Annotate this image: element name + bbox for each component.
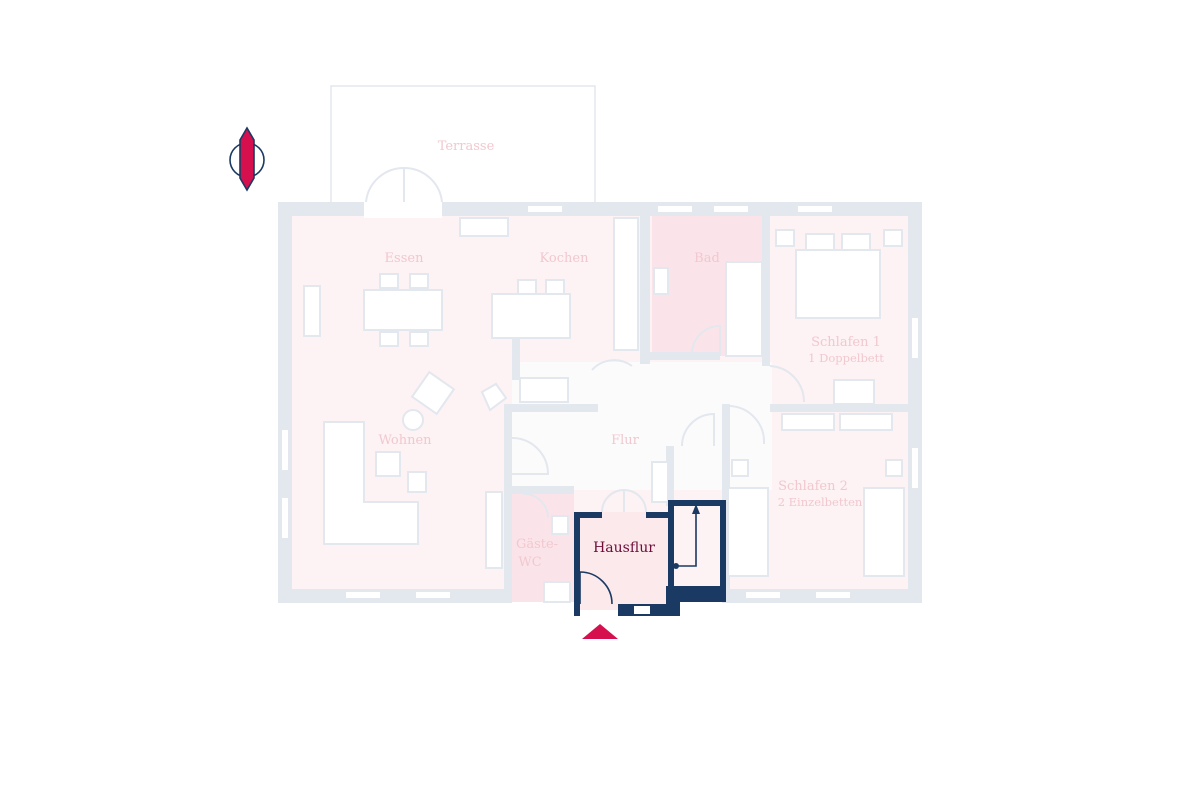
furniture [303, 217, 905, 603]
room-label-hausflur: Hausflur [593, 540, 655, 556]
room-label-gaeste-line1: Gäste- [516, 537, 558, 552]
entrance-arrow-icon [582, 624, 618, 639]
north-arrow-icon [229, 126, 265, 192]
hausflur-floor [578, 512, 670, 610]
room-label-terrasse: Terrasse [438, 139, 495, 154]
doors [365, 166, 806, 519]
room-labels: Essen Kochen Bad Schlafen 1 1 Doppelbett… [378, 251, 884, 570]
room-label-wohnen: Wohnen [378, 433, 432, 448]
room-label-kochen: Kochen [540, 251, 590, 266]
room-label-schlafen1: Schlafen 1 [811, 335, 881, 350]
room-label-bad: Bad [694, 251, 720, 266]
inner-walls [504, 216, 908, 602]
room-label-gaeste-line2: WC [518, 555, 541, 570]
highlighted-room-hausflur[interactable]: Hausflur [574, 500, 726, 616]
room-sub-schlafen1: 1 Doppelbett [808, 351, 884, 365]
room-sub-schlafen2: 2 Einzelbetten [778, 495, 863, 509]
terrace: Terrasse [330, 85, 596, 205]
outer-walls [278, 200, 922, 603]
room-label-flur: Flur [611, 433, 640, 448]
room-label-schlafen2: Schlafen 2 [778, 479, 848, 494]
room-label-essen: Essen [385, 251, 425, 266]
